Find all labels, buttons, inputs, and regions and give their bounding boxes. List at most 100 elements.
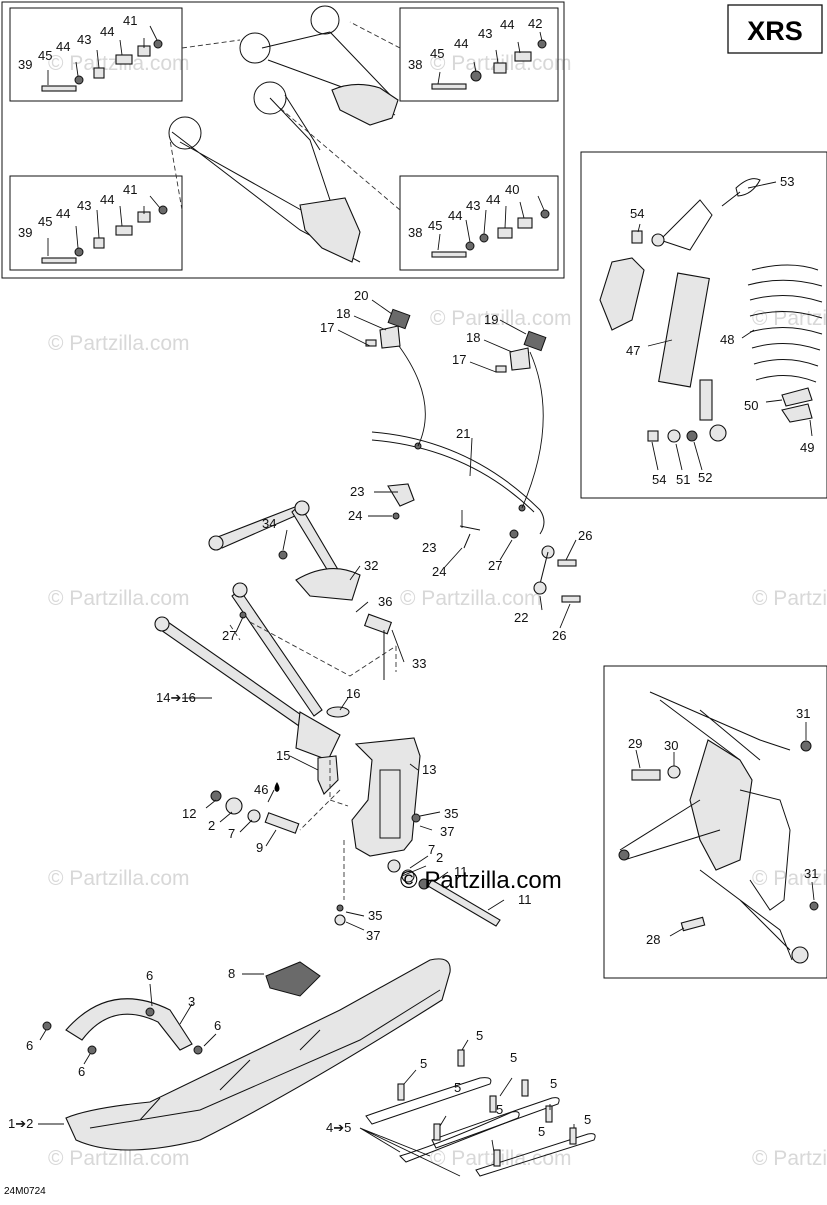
callout: 48 [720, 332, 734, 347]
callout: 19 [484, 312, 498, 327]
bushing-stack [41, 205, 168, 264]
callout: 6 [146, 968, 153, 983]
callout: 54 [652, 472, 666, 487]
bushing-stack [41, 39, 163, 92]
watermark: © Partzilla.com [752, 587, 827, 610]
callout: 1➔2 [8, 1116, 33, 1131]
callout: 34 [262, 516, 276, 531]
callout: 26 [552, 628, 566, 643]
shock-mount-panel: 31 29 30 31 28 [603, 665, 827, 979]
drop-icon [274, 782, 280, 792]
watermark: © Partzilla.com [48, 867, 190, 890]
watermark: © Partzilla.com [48, 1147, 190, 1170]
callout: 38 [408, 225, 422, 240]
callout: 41 [123, 13, 137, 28]
callout: 6 [26, 1038, 33, 1053]
callout: 31 [796, 706, 810, 721]
callout: 9 [256, 840, 263, 855]
watermark: © Partzilla.com [48, 332, 190, 355]
callout: 5 [510, 1050, 517, 1065]
callout: 6 [78, 1064, 85, 1079]
callout: 11 [518, 892, 532, 907]
bushing-stack [431, 209, 550, 258]
callout: 5 [420, 1056, 427, 1071]
callout: 5 [476, 1028, 483, 1043]
callout: 23 [350, 484, 364, 499]
callout: 7 [428, 842, 435, 857]
callout: 5 [496, 1102, 503, 1117]
callout: 16 [346, 686, 360, 701]
callout: 43 [466, 198, 480, 213]
callout: 14➔16 [156, 690, 196, 705]
callout: 45 [430, 46, 444, 61]
shock-absorber-panel: 53 54 47 48 50 49 54 51 52 [580, 151, 827, 499]
callout: 49 [800, 440, 814, 455]
callout: 22 [514, 610, 528, 625]
callout: 44 [100, 24, 114, 39]
watermark-layer: © Partzilla.com © Partzilla.com © Partzi… [48, 52, 827, 1170]
model-badge-label: XRS [747, 16, 803, 46]
callout: 39 [18, 225, 32, 240]
callout: 17 [452, 352, 466, 367]
callout: 41 [123, 182, 137, 197]
callout: 35 [444, 806, 458, 821]
callout: 37 [440, 824, 454, 839]
callout: 51 [676, 472, 690, 487]
callout: 44 [454, 36, 468, 51]
callout: 44 [448, 208, 462, 223]
callout: 3 [188, 994, 195, 1009]
watermark: © Partzilla.com [752, 1147, 827, 1170]
bushing-stack [431, 39, 547, 90]
callout: 24 [348, 508, 362, 523]
watermark: © Partzilla.com [48, 587, 190, 610]
ski-assembly: 6 8 3 6 6 6 1➔2 5 5 5 5 5 5 5 5 4➔5 [8, 958, 596, 1177]
callout: 52 [698, 470, 712, 485]
watermark-main: © Partzilla.com [400, 867, 562, 894]
model-badge: XRS [727, 4, 823, 54]
coil-spring [747, 264, 823, 383]
callout: 8 [228, 966, 235, 981]
callout: 28 [646, 932, 660, 947]
callout: 6 [214, 1018, 221, 1033]
callout: 53 [780, 174, 794, 189]
a-arm-bushing-panel: 39 45 44 43 44 41 38 45 44 43 44 42 39 4… [1, 1, 565, 279]
callout: 21 [456, 426, 470, 441]
watermark: © Partzilla.com [430, 307, 572, 330]
callout: 30 [664, 738, 678, 753]
callout: 47 [626, 343, 640, 358]
callout: 2 [208, 818, 215, 833]
callout: 38 [408, 57, 422, 72]
callout: 5 [538, 1124, 545, 1139]
callout: 4➔5 [326, 1120, 351, 1135]
callout: 26 [578, 528, 592, 543]
callout: 15 [276, 748, 290, 763]
callout: 54 [630, 206, 644, 221]
callout: 12 [182, 806, 196, 821]
callout: 39 [18, 57, 32, 72]
callout: 37 [366, 928, 380, 943]
drawing-code: 24M0724 [4, 1186, 46, 1197]
callout: 33 [412, 656, 426, 671]
callout: 46 [254, 782, 268, 797]
callout: 5 [550, 1076, 557, 1091]
callout: 31 [804, 866, 818, 881]
callout: 40 [505, 182, 519, 197]
callout: 43 [77, 198, 91, 213]
callout: 44 [100, 192, 114, 207]
watermark: © Partzilla.com [400, 587, 542, 610]
callout: 35 [368, 908, 382, 923]
callout: 17 [320, 320, 334, 335]
callout: 44 [56, 206, 70, 221]
callout: 11 [454, 864, 468, 879]
suspension-assembly: 20 18 17 19 18 17 21 23 24 34 23 24 27 2… [154, 288, 592, 943]
callout: 27 [222, 628, 236, 643]
callout: 5 [584, 1112, 591, 1127]
callout: 20 [354, 288, 368, 303]
callout: 23 [422, 540, 436, 555]
callout: 43 [478, 26, 492, 41]
watermark: © Partzilla.com [752, 867, 827, 890]
callout: 50 [744, 398, 758, 413]
callout: 13 [422, 762, 436, 777]
callout: 32 [364, 558, 378, 573]
